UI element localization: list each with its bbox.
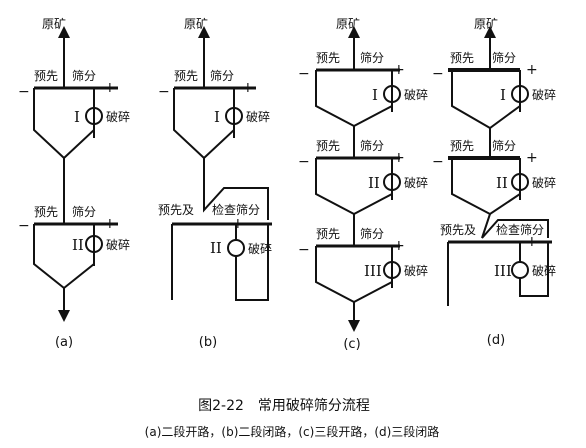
minus-sign: −: [158, 84, 170, 100]
minus-sign: −: [18, 84, 30, 100]
check-screen-label: 检查筛分: [212, 202, 260, 217]
diagram-d: [447, 26, 552, 306]
labels-b: 原矿 预先 筛分 − + I 破碎 预先及 检查筛分 + II 破碎 (b): [158, 17, 272, 350]
diagram-b: [171, 26, 272, 301]
crush-label: 破碎: [106, 237, 130, 252]
minus-sign: −: [18, 218, 30, 234]
pre-screen-label: 预先: [34, 69, 58, 83]
plus-sign: +: [242, 80, 254, 96]
minus-sign: −: [432, 66, 444, 82]
pre-screen-label: 预先: [174, 69, 198, 83]
stage-numeral: II: [496, 174, 508, 192]
crush-label: 破碎: [532, 263, 556, 278]
pre-screen-label: 预先: [450, 51, 474, 65]
plus-sign: +: [526, 234, 538, 250]
screen-label: 筛分: [210, 68, 234, 83]
stage-numeral: I: [500, 86, 506, 104]
panel-label: (a): [55, 335, 73, 350]
pre-screen-label: 预先: [316, 51, 340, 65]
crush-label: 破碎: [248, 241, 272, 256]
hopper-c2: [315, 158, 393, 216]
stage-numeral: I: [214, 108, 220, 126]
raw-ore-label: 原矿: [336, 17, 360, 31]
figure-subcaption: (a)二段开路，(b)二段闭路，(c)三段开路，(d)三段闭路: [145, 424, 440, 439]
screen-label: 筛分: [360, 226, 384, 241]
crush-label: 破碎: [246, 109, 270, 124]
stage-numeral: II: [368, 174, 380, 192]
stage-numeral: II: [72, 236, 84, 254]
panel-label: (b): [199, 335, 217, 350]
raw-ore-label: 原矿: [184, 17, 208, 31]
pre-and-check-label: 预先及: [440, 223, 476, 237]
minus-sign: −: [432, 154, 444, 170]
crush-label: 破碎: [106, 109, 130, 124]
stage-numeral: II: [210, 239, 222, 257]
pre-screen-label: 预先: [450, 139, 474, 153]
hopper-d2: [451, 158, 521, 216]
crush-label: 破碎: [404, 175, 428, 190]
crush-label: 破碎: [404, 263, 428, 278]
hopper-d1: [451, 70, 521, 130]
panel-label: (d): [487, 333, 505, 348]
plus-sign: +: [393, 62, 405, 78]
hopper-a1: [33, 88, 95, 160]
crush-label: 破碎: [532, 87, 556, 102]
plus-sign: +: [104, 216, 116, 232]
minus-sign: −: [298, 242, 310, 258]
recycle-loop-b: [235, 224, 269, 301]
crusher-b2: [227, 239, 245, 257]
diagram-a: [33, 26, 118, 322]
pre-screen-label: 预先: [34, 205, 58, 219]
crusher-d3: [511, 261, 529, 279]
pre-screen-label: 预先: [316, 139, 340, 153]
raw-ore-label: 原矿: [474, 17, 498, 31]
plus-sign: +: [104, 80, 116, 96]
screen-label: 筛分: [72, 204, 96, 219]
screen-label: 筛分: [72, 68, 96, 83]
feed-line-d3: [481, 213, 549, 239]
stage-numeral: III: [494, 262, 512, 280]
screen-label: 筛分: [492, 50, 516, 65]
plus-sign: +: [393, 238, 405, 254]
stage-numeral: I: [372, 86, 378, 104]
raw-ore-label: 原矿: [42, 17, 66, 31]
screen-label: 筛分: [360, 138, 384, 153]
hopper-b1: [173, 88, 235, 160]
pre-screen-label: 预先: [316, 227, 340, 241]
plus-sign: +: [526, 150, 538, 166]
hopper-a2: [33, 224, 95, 290]
pre-and-check-label: 预先及: [158, 203, 194, 217]
crush-label: 破碎: [532, 175, 556, 190]
labels-d: 原矿 预先 筛分 − + I 破碎 预先 筛分 − + II 破碎 预先及 检查…: [432, 17, 556, 348]
stage-numeral: III: [364, 262, 382, 280]
panel-label: (c): [343, 337, 360, 352]
screen-label: 筛分: [492, 138, 516, 153]
check-screen-label: 检查筛分: [496, 222, 544, 237]
plus-sign: +: [526, 62, 538, 78]
feed-line-b2: [203, 158, 269, 220]
crush-label: 破碎: [404, 87, 428, 102]
stage-numeral: I: [74, 108, 80, 126]
recycle-loop-d: [519, 242, 549, 297]
plus-sign: +: [393, 150, 405, 166]
figure-caption: 图2-22 常用破碎筛分流程: [198, 398, 370, 414]
diagram-c: [315, 26, 401, 332]
minus-sign: −: [298, 154, 310, 170]
minus-sign: −: [298, 66, 310, 82]
hopper-c1: [315, 70, 393, 128]
plus-sign: +: [232, 216, 244, 232]
screen-label: 筛分: [360, 50, 384, 65]
labels-c: 原矿 预先 筛分 − + I 破碎 预先 筛分 − + II 破碎 预先 筛分 …: [298, 17, 428, 352]
labels-a: 原矿 预先 筛分 − + I 破碎 预先 筛分 − + II 破碎 (a): [18, 17, 130, 350]
